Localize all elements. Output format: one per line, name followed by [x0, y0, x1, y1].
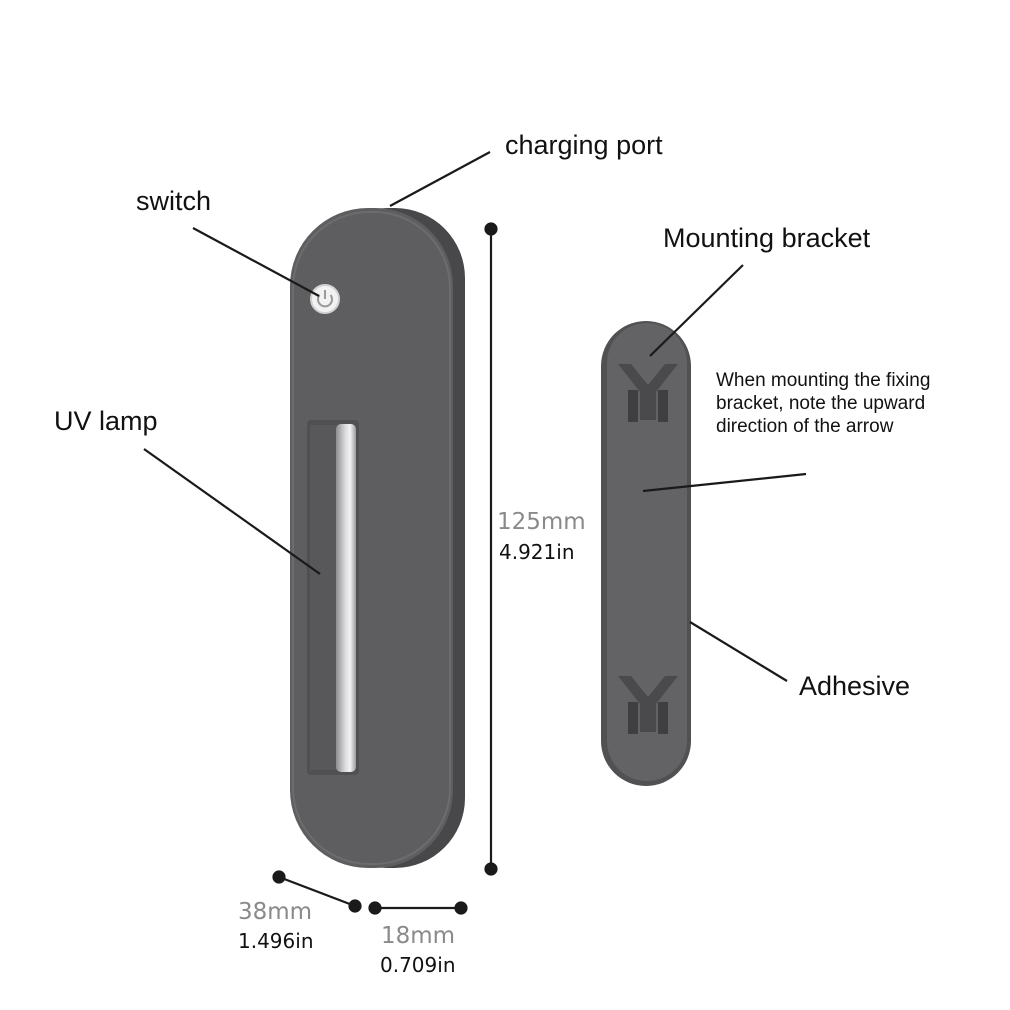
leader-adhesive	[689, 621, 788, 682]
label-uv-lamp: UV lamp	[54, 406, 158, 436]
width-in-label: 1.496in	[238, 929, 314, 953]
leader-lines	[143, 151, 807, 682]
label-switch: switch	[136, 186, 212, 216]
mounting-bracket	[601, 321, 691, 786]
leader-charging-port	[389, 151, 491, 207]
depth-mm-label: 18mm	[381, 923, 456, 949]
leader-switch	[192, 227, 320, 297]
leader-uv-lamp	[143, 448, 321, 575]
label-mounting-bracket: Mounting bracket	[663, 223, 871, 253]
bottom-hook	[618, 676, 678, 734]
label-mounting-note: When mounting the fixing bracket, note t…	[716, 370, 931, 437]
width-dimension-line	[278, 875, 356, 908]
top-hook	[618, 364, 678, 422]
depth-in-label: 0.709in	[380, 953, 456, 977]
uv-lamp-device	[290, 208, 465, 868]
height-mm-label: 125mm	[497, 509, 586, 535]
leader-mounting-bracket	[649, 264, 744, 357]
leader-note	[642, 472, 807, 493]
label-charging-port: charging port	[505, 130, 663, 160]
height-in-label: 4.921in	[499, 540, 575, 564]
uv-tube	[336, 424, 356, 772]
dimension-lines	[272, 222, 498, 915]
label-adhesive: Adhesive	[799, 671, 911, 701]
width-mm-label: 38mm	[238, 899, 313, 925]
